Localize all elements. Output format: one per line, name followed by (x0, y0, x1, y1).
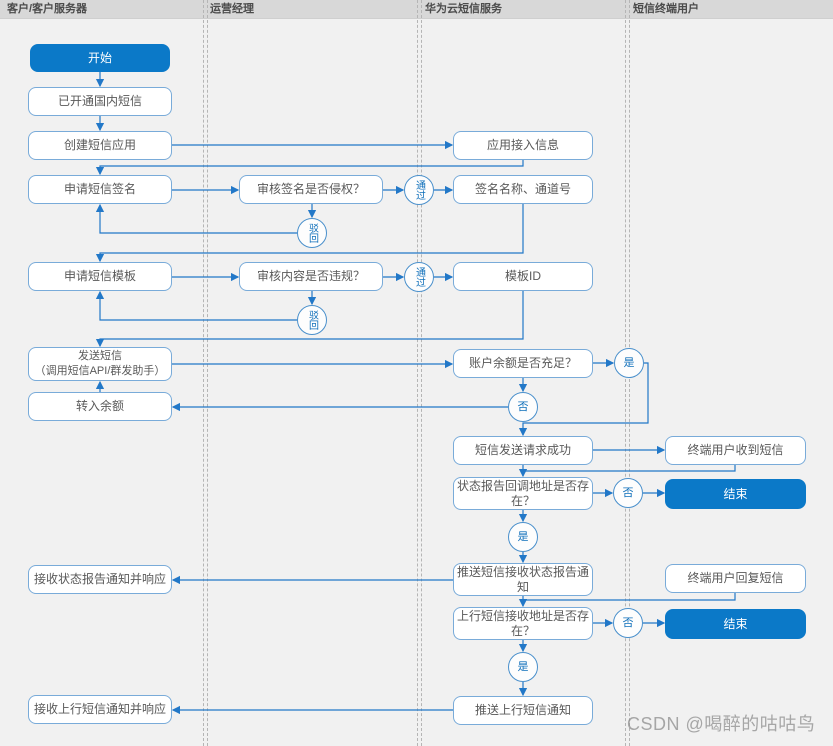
node-template-id: 模板ID (453, 262, 593, 291)
lane-header-operation-manager: 运营经理 (210, 3, 254, 15)
circle-no-uplink: 否 (613, 608, 643, 638)
node-receive-status-report: 接收状态报告通知并响应 (28, 565, 172, 594)
circle-reject-template: 驳回 (297, 305, 327, 335)
node-signature-channel: 签名名称、通道号 (453, 175, 593, 204)
circle-yes-status: 是 (508, 522, 538, 552)
node-app-access-info: 应用接入信息 (453, 131, 593, 160)
node-review-content: 审核内容是否违规？ (239, 262, 383, 291)
node-balance-check: 账户余额是否充足？ (453, 349, 593, 378)
circle-no-status: 否 (613, 478, 643, 508)
node-end-status: 结束 (665, 479, 806, 509)
node-send-request-success: 短信发送请求成功 (453, 436, 593, 465)
node-send-sms: 发送短信 （调用短信API/群发助手） (28, 347, 172, 381)
node-status-callback-check: 状态报告回调地址是否存在？ (453, 477, 593, 510)
node-apply-template: 申请短信模板 (28, 262, 172, 291)
watermark: CSDN @喝醉的咕咕鸟 (627, 714, 816, 734)
node-uplink-address-check: 上行短信接收地址是否存在？ (453, 607, 593, 640)
node-create-app: 创建短信应用 (28, 131, 172, 160)
circle-yes-balance: 是 (614, 348, 644, 378)
node-sms-enabled: 已开通国内短信 (28, 87, 172, 116)
circle-pass-signature: 通过 (404, 175, 434, 205)
lane-header-band (0, 0, 833, 19)
lane-header-huawei-sms: 华为云短信服务 (425, 3, 502, 15)
node-review-signature: 审核签名是否侵权？ (239, 175, 383, 204)
lane-header-customer: 客户/客户服务器 (7, 3, 88, 15)
node-end-uplink: 结束 (665, 609, 806, 639)
swimlane-divider (203, 0, 204, 746)
node-receive-uplink: 接收上行短信通知并响应 (28, 695, 172, 724)
node-user-reply-sms: 终端用户回复短信 (665, 564, 806, 593)
node-push-status-report: 推送短信接收状态报告通知 (453, 563, 593, 596)
circle-pass-template: 通过 (404, 262, 434, 292)
circle-no-balance: 否 (508, 392, 538, 422)
lane-header-terminal-user: 短信终端用户 (633, 3, 699, 15)
swimlane-divider (421, 0, 422, 746)
node-start: 开始 (30, 44, 170, 72)
circle-reject-signature: 驳回 (297, 218, 327, 248)
circle-yes-uplink: 是 (508, 652, 538, 682)
node-user-receive-sms: 终端用户收到短信 (665, 436, 806, 465)
swimlane-divider (207, 0, 208, 746)
node-apply-signature: 申请短信签名 (28, 175, 172, 204)
swimlane-divider (417, 0, 418, 746)
node-transfer-balance: 转入余额 (28, 392, 172, 421)
node-push-uplink: 推送上行短信通知 (453, 696, 593, 725)
